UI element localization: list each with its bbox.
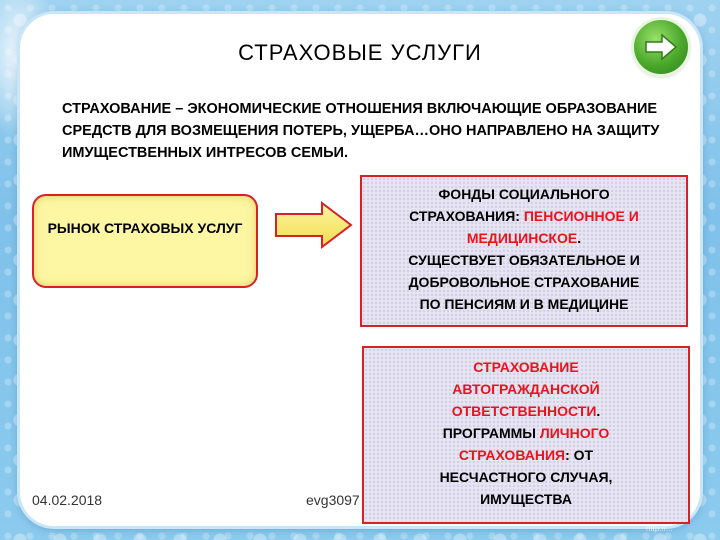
box2-line: ИМУЩЕСТВА bbox=[364, 488, 688, 510]
footer-date: 04.02.2018 bbox=[32, 492, 102, 508]
box1-line: СУЩЕСТВУЕТ ОБЯЗАТЕЛЬНОЕ И bbox=[362, 249, 686, 271]
box2-highlight: СТРАХОВАНИЕ bbox=[364, 356, 688, 378]
box2-text: ПРОГРАММЫ bbox=[443, 425, 540, 441]
box1-line: ПО ПЕНСИЯМ И В МЕДИЦИНЕ bbox=[362, 293, 686, 315]
box1-highlight: МЕДИЦИНСКОЕ bbox=[467, 230, 577, 246]
box2-line: СТРАХОВАНИЯ: ОТ bbox=[364, 444, 688, 466]
box2-highlight: СТРАХОВАНИЯ bbox=[459, 447, 565, 463]
box2-line: НЕСЧАСТНОГО СЛУЧАЯ, bbox=[364, 466, 688, 488]
box1-line: ДОБРОВОЛЬНОЕ СТРАХОВАНИЕ bbox=[362, 271, 686, 293]
page-title: СТРАХОВЫЕ УСЛУГИ bbox=[0, 40, 720, 66]
box1-line: СТРАХОВАНИЯ: ПЕНСИОННОЕ И bbox=[362, 205, 686, 227]
box1-highlight: ПЕНСИОННОЕ И bbox=[524, 208, 639, 224]
box2-text: : ОТ bbox=[565, 447, 593, 463]
footer-author: evg3097 bbox=[306, 492, 360, 508]
market-box-label: РЫНОК СТРАХОВЫХ УСЛУГ bbox=[48, 218, 243, 238]
arrow-right-icon bbox=[644, 32, 678, 62]
box2-line: ПРОГРАММЫ ЛИЧНОГО bbox=[364, 422, 688, 444]
arrow-right-icon bbox=[274, 200, 354, 250]
social-insurance-box: ФОНДЫ СОЦИАЛЬНОГО СТРАХОВАНИЯ: ПЕНСИОННО… bbox=[360, 175, 688, 327]
box2-text: . bbox=[596, 403, 600, 419]
insurance-market-box: РЫНОК СТРАХОВЫХ УСЛУГ bbox=[32, 194, 258, 288]
box2-highlight: АВТОГРАЖДАНСКОЙ bbox=[364, 378, 688, 400]
box1-text: . bbox=[577, 230, 581, 246]
box1-line: МЕДИЦИНСКОЕ. bbox=[362, 227, 686, 249]
intro-paragraph: СТРАХОВАНИЕ – ЭКОНОМИЧЕСКИЕ ОТНОШЕНИЯ ВК… bbox=[62, 98, 672, 164]
next-slide-button[interactable] bbox=[634, 20, 688, 74]
box2-line: ОТВЕТСТВЕННОСТИ. bbox=[364, 400, 688, 422]
box2-highlight: ЛИЧНОГО bbox=[540, 425, 609, 441]
watermark: http://... bbox=[646, 524, 673, 533]
personal-insurance-box: СТРАХОВАНИЕ АВТОГРАЖДАНСКОЙ ОТВЕТСТВЕННО… bbox=[362, 346, 690, 524]
box2-highlight: ОТВЕТСТВЕННОСТИ bbox=[452, 403, 597, 419]
box1-text: СТРАХОВАНИЯ: bbox=[409, 208, 524, 224]
box1-line: ФОНДЫ СОЦИАЛЬНОГО bbox=[362, 183, 686, 205]
